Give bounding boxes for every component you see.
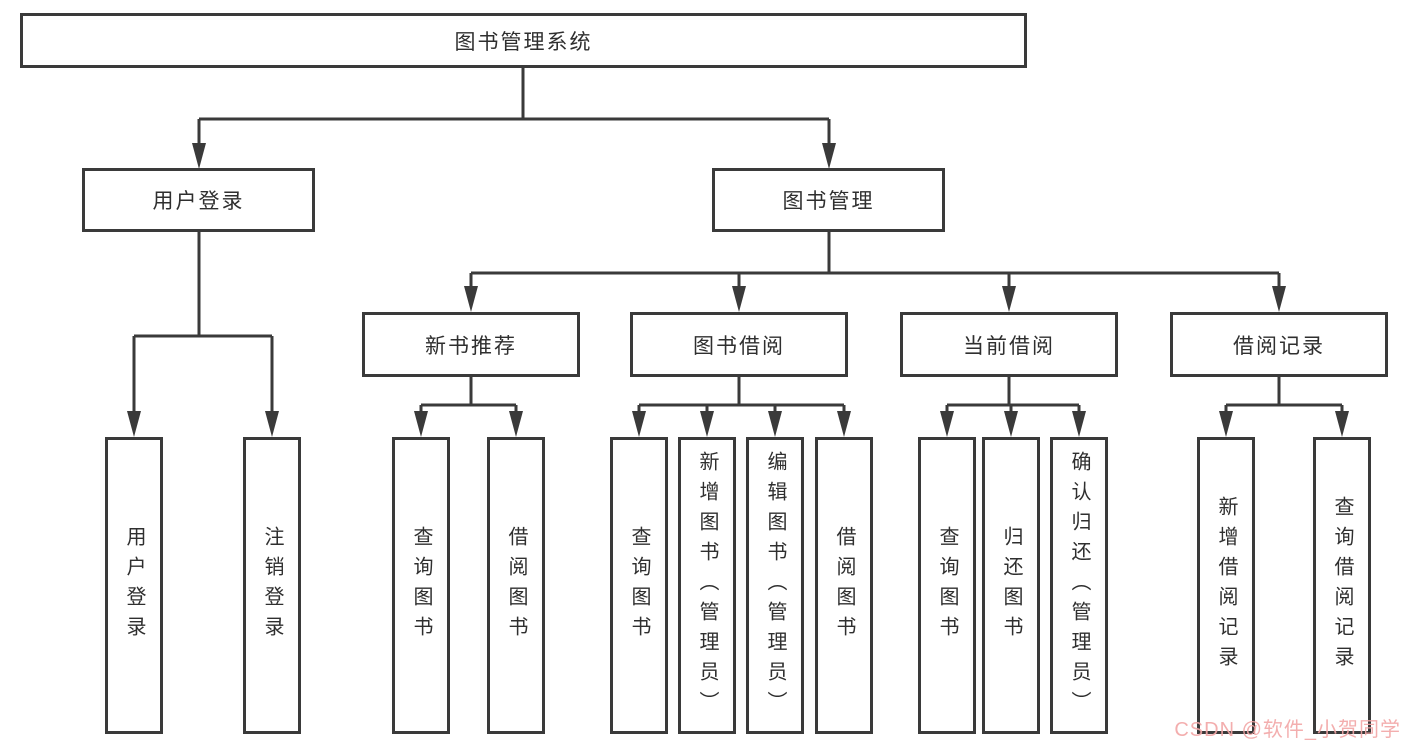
leaf-records-add-record: 新增借阅记录 [1197,437,1255,734]
leaf-user-login: 用户登录 [105,437,163,734]
arrowheads [127,143,1349,437]
leaf-current-return-books: 归还图书 [982,437,1040,734]
node-book-borrowing: 图书借阅 [630,312,848,377]
node-current-borrowing: 当前借阅 [900,312,1118,377]
connector-userlogin-to-leaves [132,232,274,414]
leaf-current-confirm-return-admin: 确认归还（管理员） [1050,437,1108,734]
connector-bookmgmt-to-level3 [469,232,1281,290]
leaf-borrow-edit-books-admin: 编辑图书（管理员） [746,437,804,734]
connector-records-to-leaves [1224,377,1344,414]
node-user-login: 用户登录 [82,168,315,232]
connector-bookborrow-to-leaves [637,377,846,414]
leaf-current-query-books: 查询图书 [918,437,976,734]
leaf-borrow-query-books: 查询图书 [610,437,668,734]
leaf-rec-query-books: 查询图书 [392,437,450,734]
connector-newbookrec-to-leaves [419,377,518,414]
leaf-records-query-record: 查询借阅记录 [1313,437,1371,734]
leaf-borrow-borrow-books: 借阅图书 [815,437,873,734]
node-root: 图书管理系统 [20,13,1027,68]
node-borrowing-records: 借阅记录 [1170,312,1388,377]
csdn-watermark: CSDN @软件_小贺同学 [1174,719,1401,741]
leaf-rec-borrow-books: 借阅图书 [487,437,545,734]
connector-currentborrow-to-leaves [945,377,1081,414]
node-book-management: 图书管理 [712,168,945,232]
node-new-book-recommendation: 新书推荐 [362,312,580,377]
connector-root-to-level2 [197,68,831,146]
leaf-logout: 注销登录 [243,437,301,734]
leaf-borrow-add-books-admin: 新增图书（管理员） [678,437,736,734]
